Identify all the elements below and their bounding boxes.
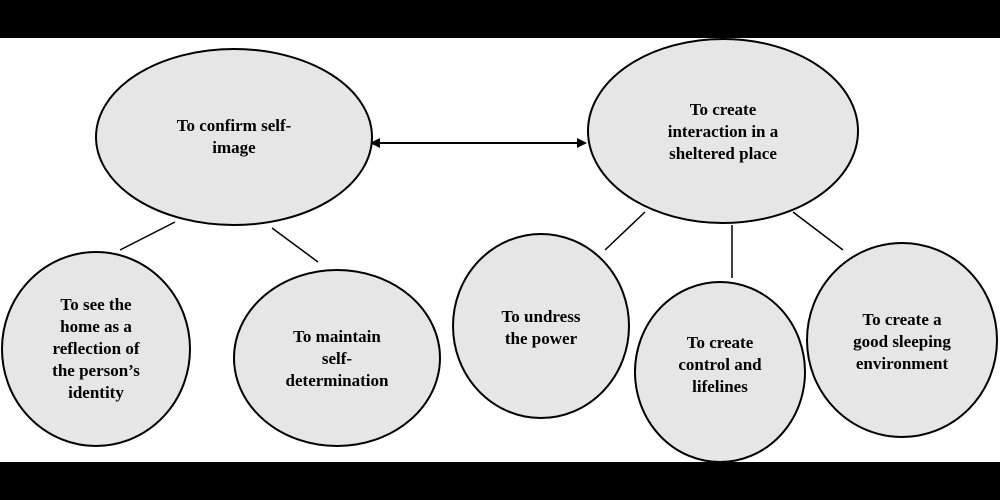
connector-self-image-to-see-home	[119, 221, 176, 251]
connector-interaction-to-sleeping	[792, 211, 844, 251]
connector-self-image-to-self-determination	[271, 227, 319, 263]
node-label-create-interaction: To create interaction in a sheltered pla…	[667, 100, 779, 163]
connector-interaction-to-undress-power	[604, 211, 646, 251]
node-ellipse-good-sleeping	[806, 242, 998, 438]
top-black-bar	[0, 0, 1000, 38]
node-ellipse-confirm-self-image	[95, 48, 373, 226]
node-ellipse-create-interaction	[587, 38, 859, 224]
node-label-confirm-self-image: To confirm self- image	[176, 116, 292, 157]
node-label-see-home: To see the home as a reflection of the p…	[52, 295, 140, 402]
node-ellipse-maintain-self-determination	[233, 269, 441, 447]
node-label-create-control: To create control and lifelines	[678, 333, 762, 396]
node-ellipse-see-home	[1, 251, 191, 447]
node-ellipse-create-control	[634, 281, 806, 463]
node-ellipse-undress-power	[452, 233, 630, 419]
node-label-maintain-self-determination: To maintain self- determination	[285, 327, 389, 390]
bottom-black-bar	[0, 462, 1000, 500]
node-label-good-sleeping: To create a good sleeping environment	[853, 310, 951, 373]
node-label-undress-power: To undress the power	[501, 307, 581, 348]
